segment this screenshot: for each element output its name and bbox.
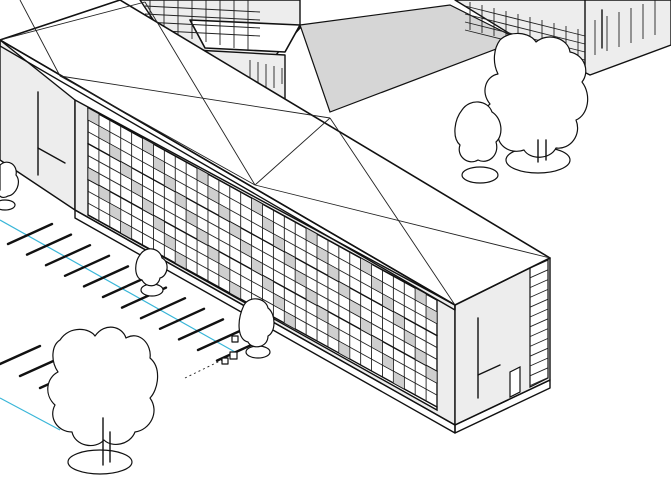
east-window-line (529, 367, 549, 377)
east-window-line (529, 337, 549, 347)
parking-stall-line (6, 222, 54, 246)
tree-small-center (135, 248, 168, 297)
east-window-line (529, 328, 549, 338)
parking-stall-line (63, 254, 111, 277)
facade-panel (338, 340, 351, 360)
facade-panel (393, 370, 405, 390)
east-window-line (529, 288, 549, 298)
parking-stall-line (82, 265, 130, 288)
bg-left-transom (144, 21, 261, 29)
parking-stall-line (139, 297, 187, 320)
east-window-line (529, 279, 549, 289)
east-window-line (529, 347, 549, 357)
parking-stall-line (196, 328, 244, 352)
tree-large-bottom-left (47, 326, 159, 475)
parking-stall-line (0, 344, 42, 366)
east-window-line (529, 298, 549, 308)
parking-stall-line (158, 307, 206, 330)
parking-stall-line (44, 243, 92, 267)
parking-stall-line (101, 275, 149, 299)
east-window-line (529, 308, 549, 318)
facade-transom (87, 155, 438, 348)
facade-transom (87, 202, 438, 396)
east-door (509, 366, 521, 398)
facade-panel (120, 220, 132, 240)
tree-small-left (0, 161, 20, 211)
parking-stall-line (25, 233, 73, 256)
facade-panel (284, 310, 296, 330)
bg-right-transom (464, 13, 586, 45)
bg-left-transom (144, 13, 261, 21)
facade-panel (425, 305, 438, 325)
facade-panel (174, 250, 187, 270)
parking-stall-line (177, 318, 225, 341)
east-window-line (529, 357, 549, 367)
bg-right-transom (464, 5, 586, 37)
facade-transom (87, 142, 438, 337)
east-window-line (529, 269, 549, 279)
main-building (0, 0, 551, 434)
tree-small-near-entrance (221, 298, 275, 365)
east-window-line (529, 318, 549, 328)
bg-left-transom (144, 5, 261, 13)
curtain-wall-grid (87, 107, 438, 408)
facade-panel (229, 280, 241, 300)
background-building-right (299, 0, 671, 113)
facade-panel (425, 364, 438, 384)
east-window-line (529, 377, 549, 387)
tree-large-top-right (454, 32, 589, 184)
